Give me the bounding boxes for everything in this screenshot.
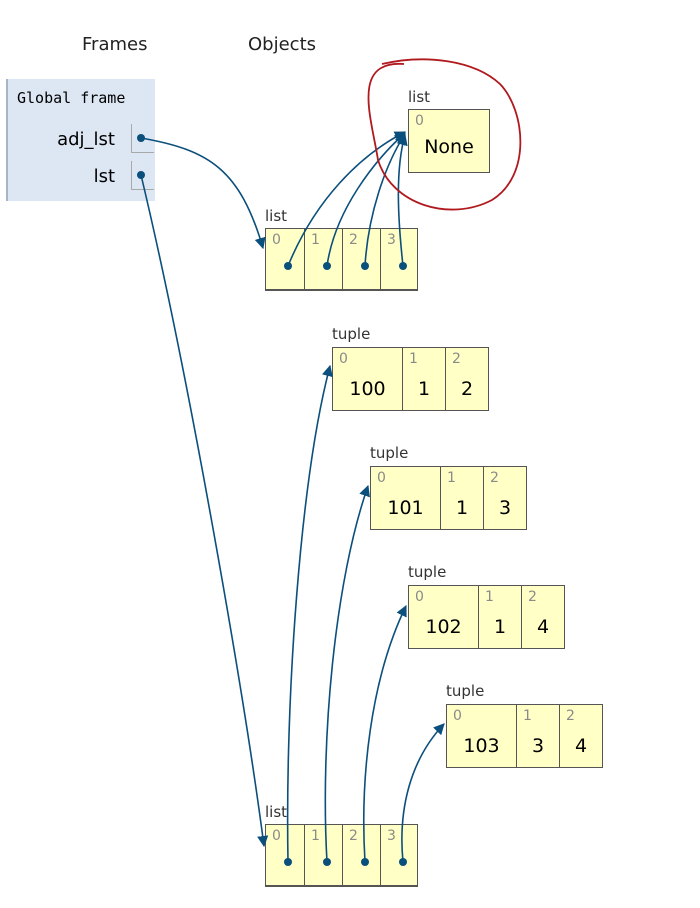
cell-value: 1 — [493, 616, 507, 638]
pointer-dot — [284, 858, 292, 866]
cell-value: 4 — [536, 616, 550, 638]
cell-value: 1 — [417, 378, 431, 400]
pointer-arrow-lst-0 — [286, 364, 333, 863]
pointer-dot — [361, 262, 369, 270]
lst-list-cells: 0 1 2 3 — [265, 824, 418, 887]
none-list-cell-0: 0 None — [409, 110, 489, 172]
cell-index: 0 — [339, 351, 348, 367]
cell-index: 3 — [387, 232, 396, 248]
cell-index: 2 — [349, 232, 358, 248]
pointer-dot — [137, 171, 145, 179]
cell-index: 2 — [349, 828, 358, 844]
cell-index: 2 — [452, 351, 461, 367]
cell-index: 0 — [377, 470, 386, 486]
cell-value: 102 — [425, 616, 462, 638]
cell-value: 103 — [463, 735, 500, 757]
tuple-type-label: tuple — [332, 325, 371, 343]
global-frame: Global frame adj_lst lst — [6, 79, 155, 201]
cell-index: 1 — [485, 589, 494, 605]
var-name-adj-lst: adj_lst — [57, 129, 115, 150]
cell-value: 101 — [387, 497, 424, 519]
cell-index: 2 — [490, 470, 499, 486]
adj-list-type-label: list — [265, 207, 288, 225]
global-frame-title: Global frame — [17, 89, 126, 107]
var-name-lst: lst — [93, 166, 115, 187]
cell-index: 1 — [447, 470, 456, 486]
cell-index: 0 — [453, 708, 462, 724]
tuple-type-label: tuple — [370, 444, 409, 462]
cell-index: 1 — [311, 828, 320, 844]
lst-list-cell-0: 0 — [266, 825, 304, 887]
pointer-arrow-adj-lst — [140, 137, 266, 250]
cell-index: 3 — [387, 828, 396, 844]
var-slot-lst[interactable] — [131, 161, 154, 190]
pointer-dot — [137, 134, 145, 142]
cell-index: 0 — [415, 589, 424, 605]
cell-value: 100 — [349, 378, 386, 400]
cell-index: 2 — [566, 708, 575, 724]
var-slot-adj-lst[interactable] — [131, 124, 154, 153]
tuple-type-label: tuple — [446, 682, 485, 700]
cell-value: 3 — [531, 735, 545, 757]
adj-list-cell-3: 3 — [380, 229, 417, 291]
lst-list-cell-1: 1 — [304, 825, 342, 887]
cell-index: 0 — [272, 232, 281, 248]
pointer-arrow-adj-0 — [287, 131, 406, 267]
cell-index: 1 — [523, 708, 532, 724]
pointer-arrow-adj-1 — [326, 132, 406, 267]
pointer-dot — [399, 262, 407, 270]
cell-value: 4 — [574, 735, 588, 757]
highlight-circle-annotation — [367, 58, 522, 211]
pointer-dot — [399, 858, 407, 866]
cell-value: None — [424, 136, 474, 158]
pointer-dot — [361, 858, 369, 866]
adj-list-cell-0: 0 — [266, 229, 304, 291]
none-list-cells: 0 None — [408, 109, 490, 173]
frames-heading: Frames — [82, 34, 148, 55]
cell-index: 1 — [311, 232, 320, 248]
adj-list-cell-1: 1 — [304, 229, 342, 291]
lst-list-cell-2: 2 — [342, 825, 380, 887]
cell-index: 1 — [409, 351, 418, 367]
pointer-dot — [323, 858, 331, 866]
tuple-type-label: tuple — [408, 563, 447, 581]
pointer-dot — [323, 262, 331, 270]
none-list-type-label: list — [408, 88, 431, 106]
pointer-arrow-adj-3 — [396, 133, 408, 267]
pointer-dot — [284, 262, 292, 270]
cell-value: 3 — [498, 497, 512, 519]
pointer-arrow-lst-3 — [401, 723, 445, 863]
lst-list-type-label: list — [265, 803, 288, 821]
objects-heading: Objects — [248, 34, 317, 55]
pointer-arrow-lst-2 — [363, 604, 407, 863]
adj-list-cell-2: 2 — [342, 229, 380, 291]
lst-list-cell-3: 3 — [380, 825, 417, 887]
cell-value: 2 — [460, 378, 474, 400]
cell-value: 1 — [455, 497, 469, 519]
cell-index: 0 — [272, 828, 281, 844]
cell-index: 2 — [528, 589, 537, 605]
pointer-arrow-lst — [140, 174, 269, 848]
pointer-arrow-lst-1 — [324, 484, 370, 863]
cell-index: 0 — [415, 113, 424, 129]
